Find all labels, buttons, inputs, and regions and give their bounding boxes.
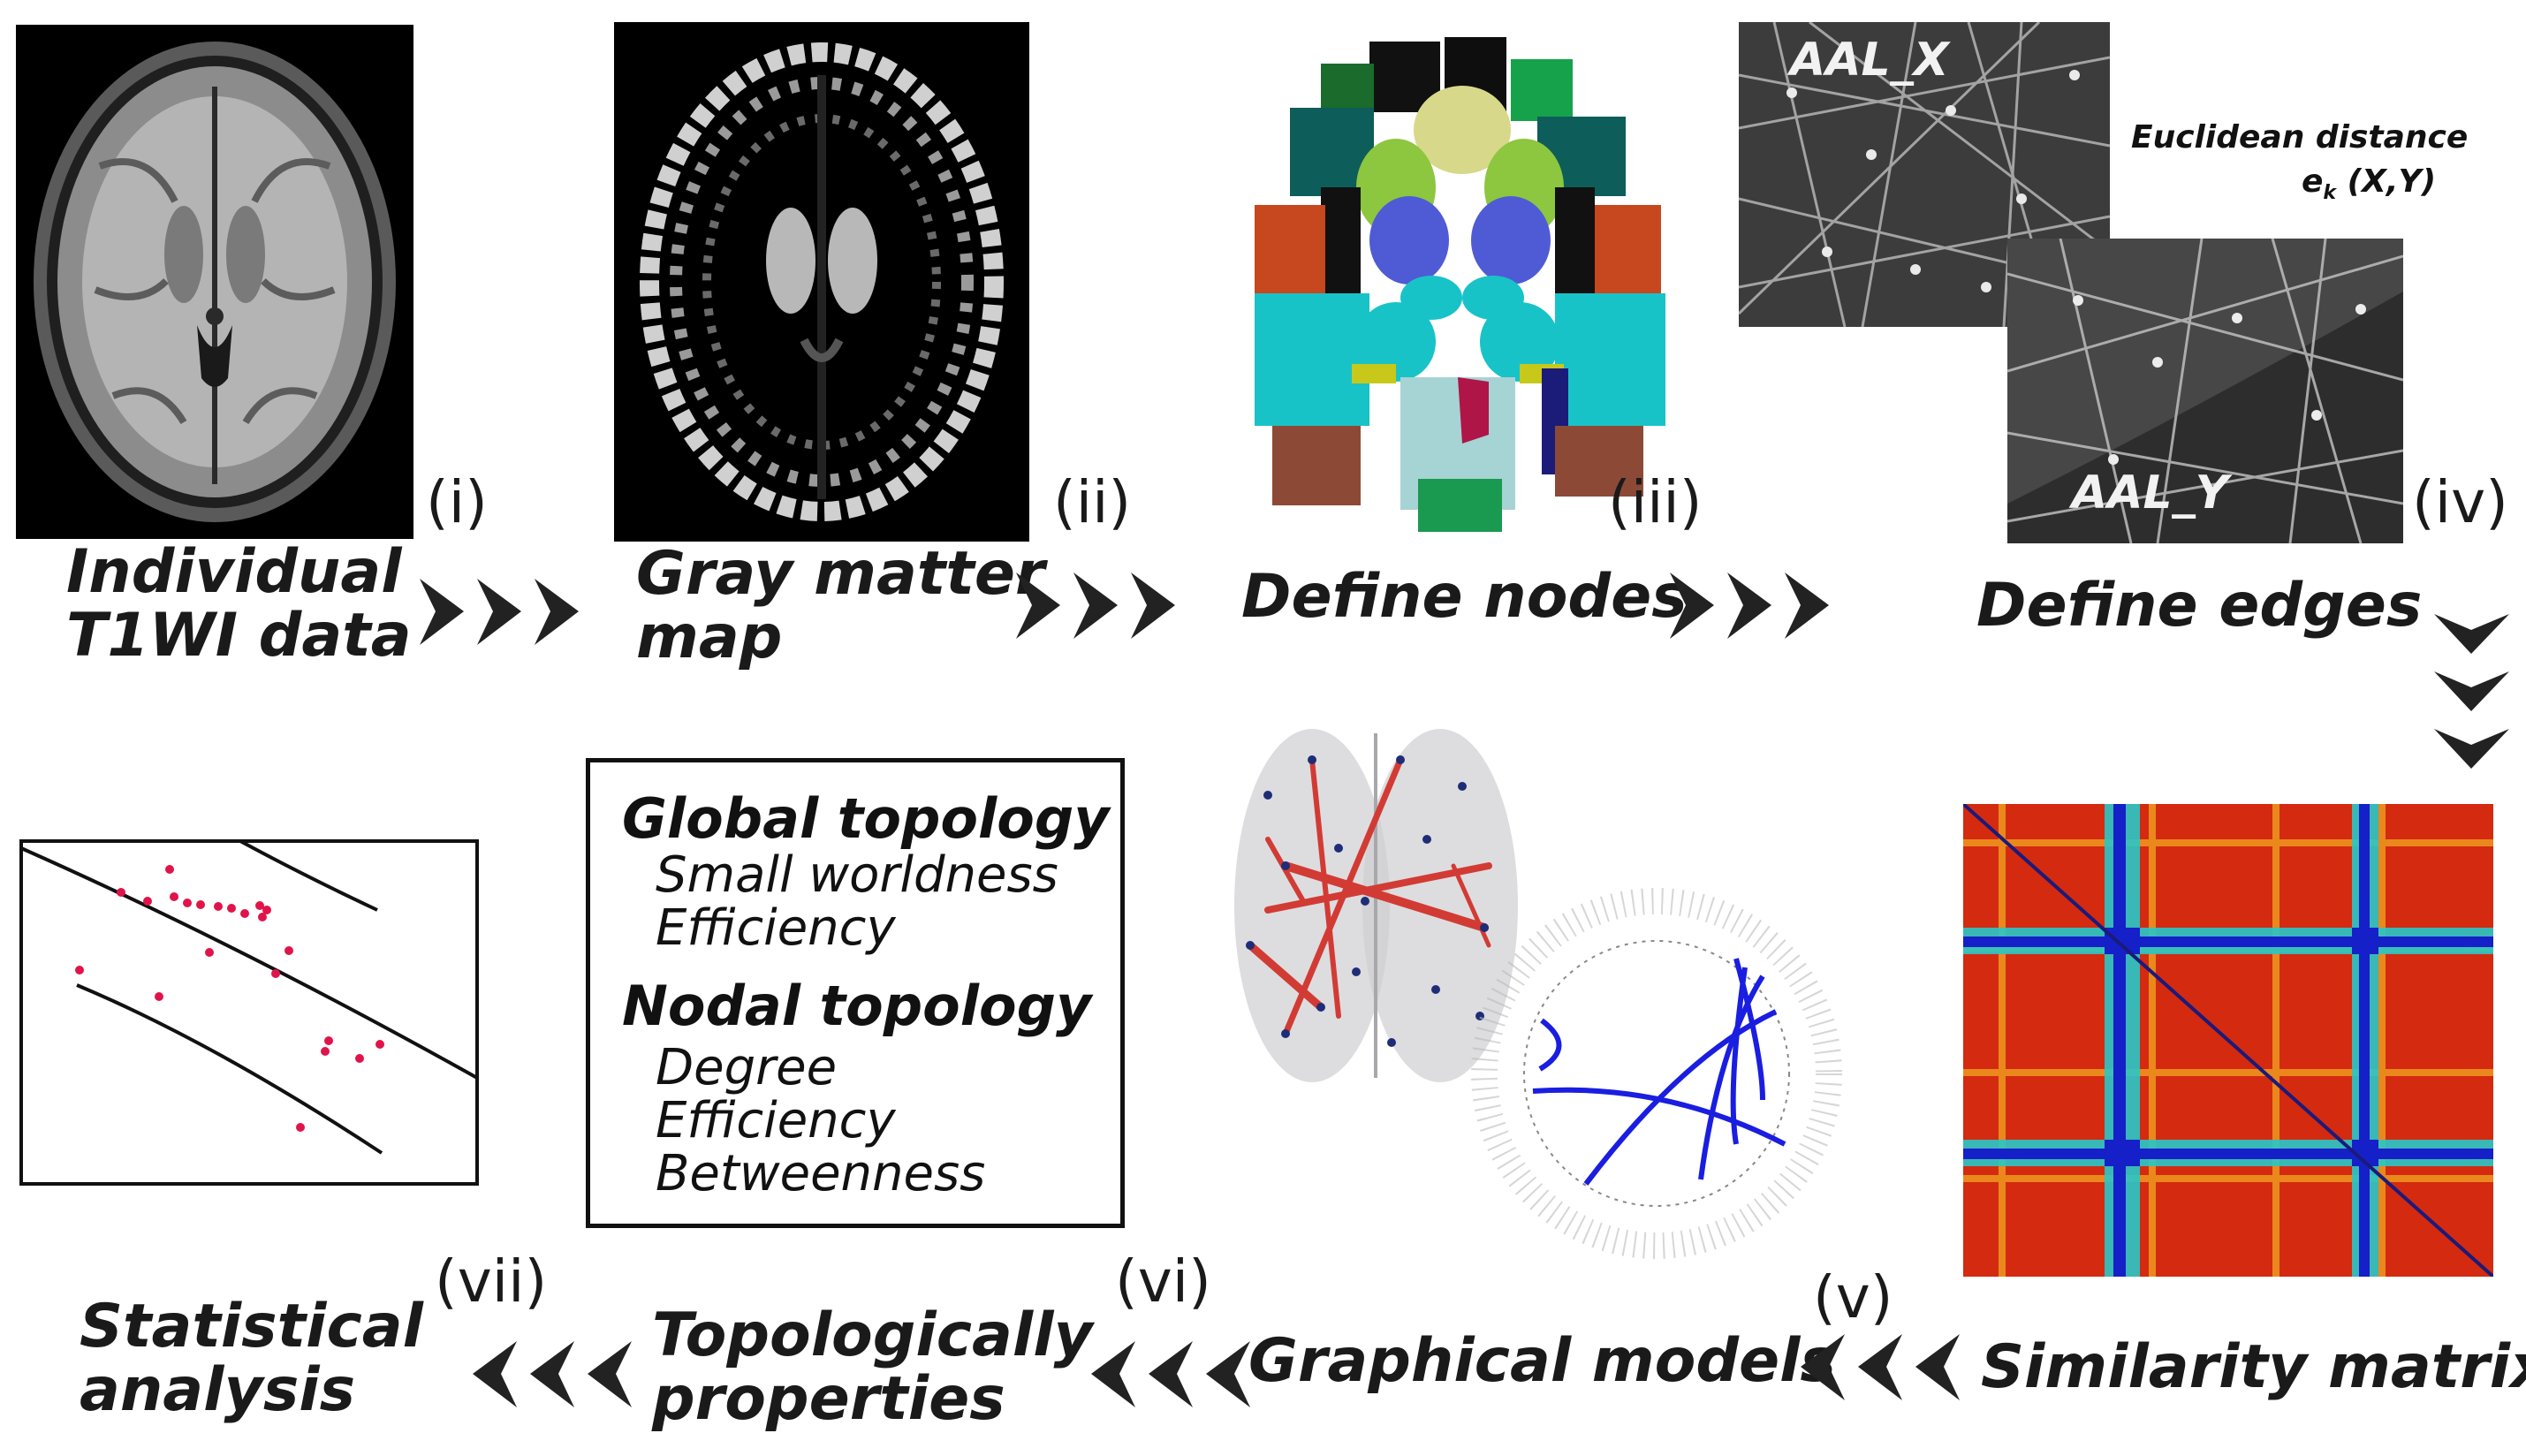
step-numeral-i: (i) (426, 468, 488, 536)
similarity-matrix-image (1963, 804, 2493, 1277)
formula-e: e (2302, 163, 2324, 200)
step-numeral-vii: (vii) (435, 1247, 548, 1316)
caption-similarity-matrix: Similarity matrix (1981, 1332, 2526, 1402)
caption-define-edges: Define edges (1976, 571, 2423, 641)
caption-topologically-properties: Topologically properties (652, 1304, 1093, 1431)
arrow-left-2 (1091, 1341, 1250, 1407)
caption-graphical-models: Graphical models (1248, 1326, 1836, 1396)
arrow-right-3 (1670, 573, 1829, 639)
arrow-down (2434, 614, 2509, 769)
nodal-item-efficiency: Efficiency (656, 1092, 896, 1149)
caption-stat-line2: analysis (80, 1355, 356, 1425)
arrow-right-2 (1016, 573, 1175, 639)
caption-statistical-analysis: Statistical analysis (80, 1295, 423, 1422)
t1wi-brain-image (16, 25, 413, 539)
topology-properties-box: Global topology Small worldness Efficien… (586, 758, 1125, 1228)
edges-image-y (2007, 239, 2403, 543)
glass-brain-image (1234, 729, 1518, 1082)
statistical-scatter-plot (19, 839, 479, 1186)
euclidean-distance-formula: ek (X,Y) (2302, 163, 2436, 204)
edges-label-y: AAL_Y (2072, 466, 2229, 519)
formula-sub: k (2323, 182, 2337, 205)
global-item-efficiency: Efficiency (656, 899, 896, 957)
caption-define-nodes: Define nodes (1241, 562, 1688, 632)
nodal-topology-heading: Nodal topology (622, 974, 1092, 1038)
nodal-item-degree: Degree (656, 1039, 838, 1096)
caption-topo-line1: Topologically (652, 1301, 1093, 1370)
arrow-right-1 (420, 579, 579, 645)
caption-t1wi-line2: T1WI data (66, 601, 412, 671)
caption-stat-line1: Statistical (80, 1292, 423, 1361)
formula-args: (X,Y) (2347, 163, 2437, 200)
arrow-left-1 (1801, 1334, 1960, 1400)
euclidean-distance-label: Euclidean distance (2131, 119, 2469, 155)
caption-topo-line2: properties (652, 1364, 1005, 1434)
step-numeral-iii: (iii) (1608, 468, 1703, 536)
step-numeral-ii: (ii) (1053, 468, 1132, 536)
step-numeral-iv: (iv) (2412, 468, 2508, 536)
gray-matter-map-image (614, 22, 1029, 542)
step-numeral-vi: (vi) (1115, 1247, 1211, 1316)
nodal-item-betweenness: Betweenness (656, 1145, 986, 1202)
caption-gm-line2: map (636, 603, 783, 672)
arrow-left-3 (473, 1341, 632, 1407)
step-numeral-v: (v) (1813, 1263, 1893, 1331)
edges-label-x: AAL_X (1790, 34, 1949, 87)
caption-gray-matter: Gray matter map (636, 542, 1045, 670)
connectogram-circle-plot (1471, 888, 1842, 1259)
global-topology-heading: Global topology (622, 786, 1110, 851)
caption-t1wi-line1: Individual (66, 537, 402, 607)
caption-t1wi: Individual T1WI data (66, 541, 412, 668)
global-item-small-worldness: Small worldness (656, 846, 1058, 904)
aal-atlas-image (1250, 37, 1665, 532)
caption-gm-line1: Gray matter (636, 539, 1045, 609)
